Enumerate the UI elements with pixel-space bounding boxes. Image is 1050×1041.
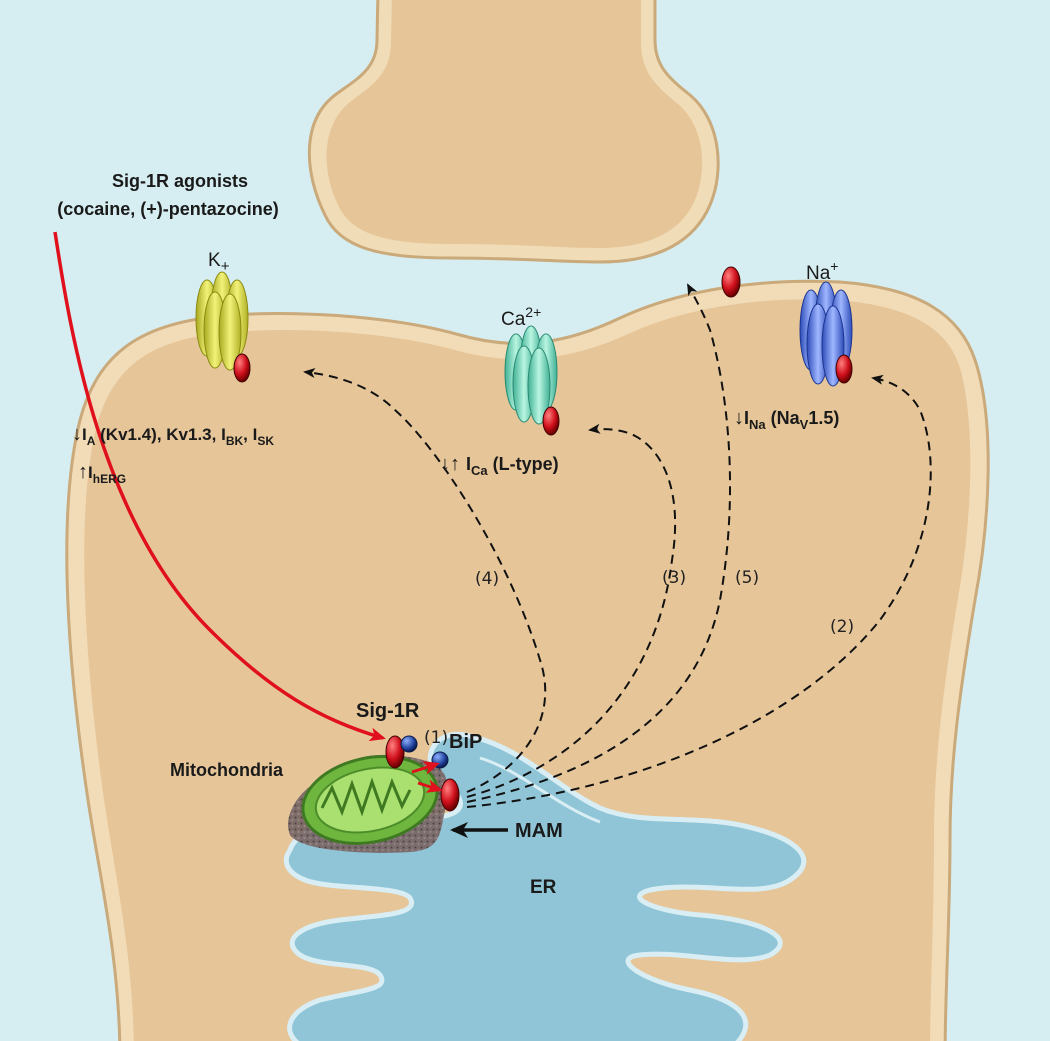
na-current-label: ↓INa (NaV1.5) [734, 407, 839, 432]
pathway-4-label: (4) [475, 569, 499, 589]
k-current-label-line1: ↓IA (Kv1.4), Kv1.3, IBK, ISK [72, 423, 274, 448]
k-channel [195, 271, 249, 371]
pathway-4-arrow [303, 368, 547, 793]
pathway-3-label: (3) [662, 568, 686, 588]
bip-label: BiP [449, 731, 482, 753]
sig1r-mam-free [440, 778, 460, 812]
k-ion-label: K+ [208, 250, 230, 275]
agonist-title: Sig-1R agonists [112, 171, 248, 191]
pathway-2-label: (2) [830, 617, 854, 637]
sig1r-secreted [721, 266, 741, 298]
sig1r-on-na-channel [835, 354, 853, 384]
mitochondria-label: Mitochondria [170, 760, 284, 780]
mitochondrion [301, 755, 439, 845]
sig1r-mam-bound [385, 735, 405, 769]
endoplasmic-reticulum [283, 732, 807, 1041]
na-channel [799, 281, 853, 387]
pathway-1-label: (1) [424, 728, 448, 748]
pathway-5-arrow [466, 283, 731, 803]
sig1r-on-k-channel [233, 353, 251, 383]
ca-current-label: ↓↑ICa (L-type) [440, 453, 559, 478]
sig1r-label: Sig-1R [356, 700, 420, 722]
presynaptic-terminal [307, 0, 720, 264]
k-current-label-line2: ↑IhERG [78, 461, 126, 486]
sig1r-on-ca-channel [542, 406, 560, 436]
agonist-arrow [53, 231, 386, 742]
mam-label: MAM [515, 820, 563, 842]
pathway-2-arrow [466, 374, 932, 808]
bip-dissociation-arrow [411, 761, 440, 775]
pathway-5-label: (5) [735, 568, 759, 588]
na-ion-label: Na+ [806, 258, 838, 284]
sig1r-translocation-arrow [417, 779, 443, 793]
ca-ion-label: Ca2+ [501, 304, 541, 330]
bip-protein [400, 735, 418, 753]
er-label: ER [530, 877, 557, 898]
agonist-examples: (cocaine, (+)-pentazocine) [57, 199, 279, 219]
pathway-3-arrow [466, 423, 677, 798]
